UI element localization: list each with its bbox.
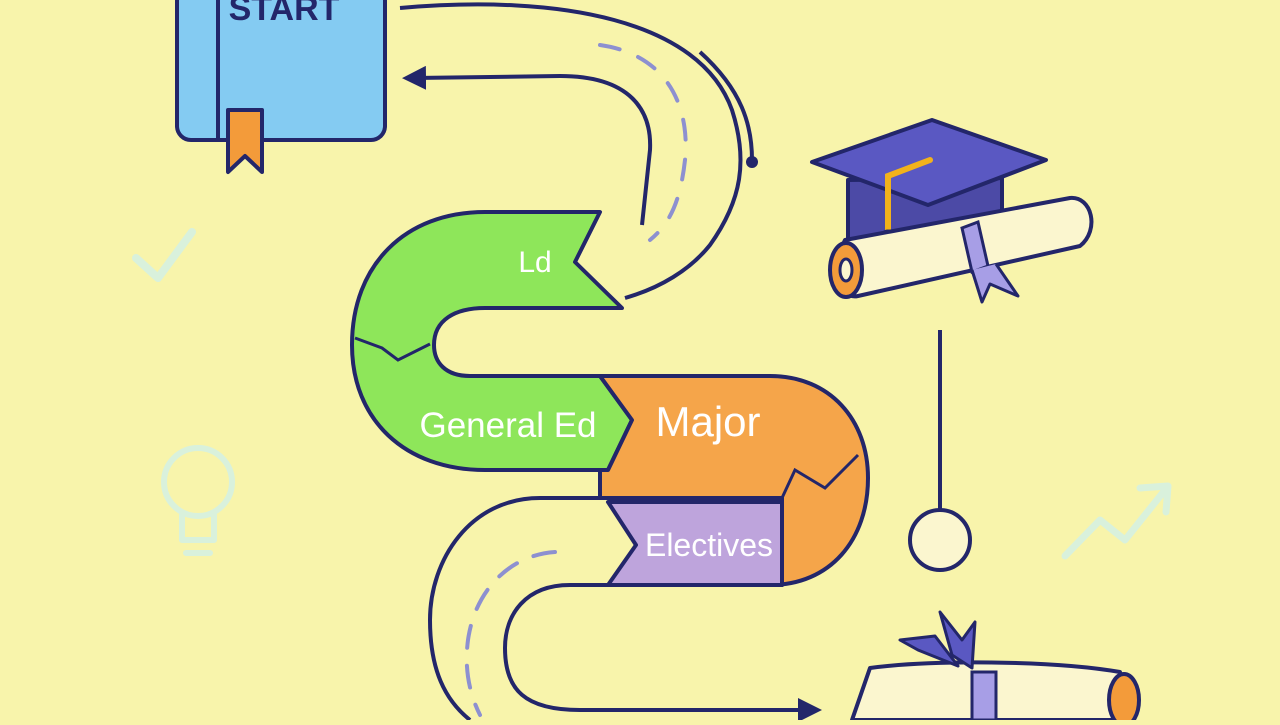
lightbulb-icon bbox=[161, 445, 235, 556]
stage-label-major: Major bbox=[655, 398, 760, 445]
diploma-scroll-icon bbox=[828, 195, 1094, 304]
stage-label-electives: Electives bbox=[645, 527, 773, 563]
path-inner-line bbox=[402, 65, 653, 226]
green-track-segment bbox=[350, 210, 634, 472]
bottom-diploma-ribbon-icon bbox=[938, 610, 977, 670]
upper-path bbox=[399, 2, 758, 300]
orange-track-fold bbox=[780, 453, 860, 499]
tassel-icon bbox=[885, 157, 933, 237]
stage-label-ld: Ld bbox=[518, 246, 551, 279]
path-dashed-line bbox=[598, 43, 688, 242]
start-label: START bbox=[229, 0, 340, 28]
lower-path-dashed-line bbox=[464, 550, 557, 717]
trend-arrow-icon bbox=[1061, 482, 1172, 560]
lower-path bbox=[427, 496, 822, 722]
path-connector-line bbox=[698, 50, 754, 161]
book-icon: START bbox=[175, 0, 387, 174]
bookmark-icon bbox=[226, 108, 264, 174]
path-outer-line bbox=[399, 2, 743, 300]
bottom-diploma-icon bbox=[850, 610, 1141, 725]
check-icon bbox=[132, 228, 196, 282]
lower-path-inner-line bbox=[502, 583, 822, 722]
stage-label-general-ed: General Ed bbox=[419, 406, 596, 445]
purple-track-segment bbox=[606, 500, 784, 587]
path-connector-dot bbox=[746, 156, 758, 168]
connector-node bbox=[908, 508, 972, 572]
green-track-fold bbox=[354, 336, 431, 362]
lower-path-outer-line bbox=[427, 496, 600, 722]
